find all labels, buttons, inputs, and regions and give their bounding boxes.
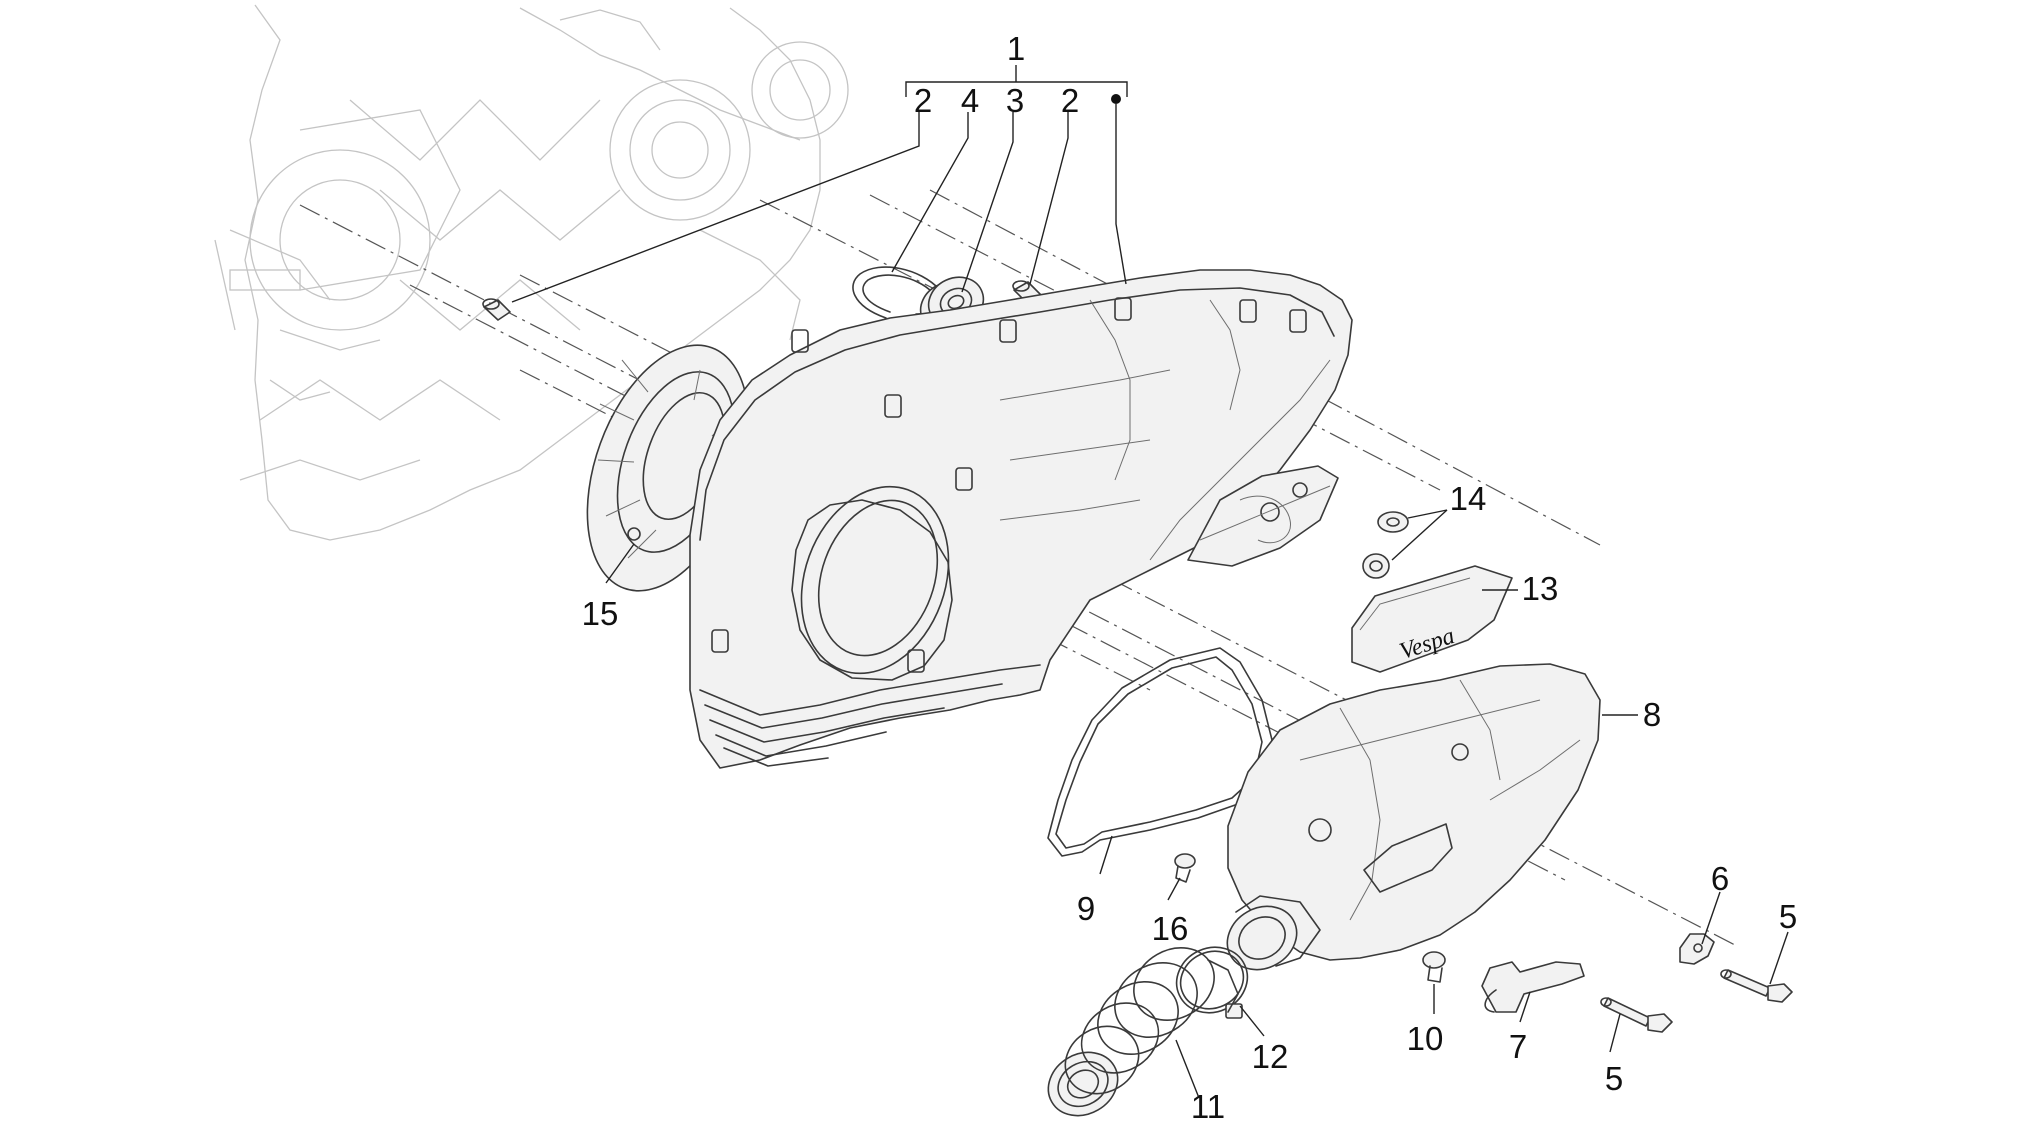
bolt-part-5-lower: [1600, 997, 1673, 1033]
leader-lines: [511, 65, 1789, 1099]
bolt-part-5-upper: [1720, 969, 1793, 1003]
bracket-part-7: [1481, 961, 1585, 1013]
callout-8: 8: [1643, 696, 1661, 733]
intake-hose-part-11: [1047, 947, 1239, 1117]
callout-16: 16: [1152, 910, 1189, 947]
grommets-part-14: [1362, 511, 1409, 579]
outer-cover-part-8: [1226, 663, 1601, 971]
engine-crankcase-background: [214, 4, 849, 541]
transmission-cover-part-1: [689, 269, 1353, 769]
callout-2-left: 2: [914, 82, 932, 119]
callout-15: 15: [582, 595, 619, 632]
callout-5-upper: 5: [1779, 898, 1797, 935]
washer-part-6: [1679, 933, 1715, 965]
callout-13: 13: [1522, 570, 1559, 607]
callout-7: 7: [1509, 1028, 1527, 1065]
callout-labels: 1 2 4 3 2 14 13 15 8 9 16 6 5 10 7 5 12 …: [582, 30, 1798, 1124]
callout-10: 10: [1407, 1020, 1444, 1057]
callout-11: 11: [1191, 1088, 1225, 1124]
callout-14: 14: [1450, 480, 1487, 517]
dowel-pin-part-2-left: [482, 298, 511, 321]
callout-5-lower: 5: [1605, 1060, 1623, 1097]
callout-6: 6: [1711, 860, 1729, 897]
callout-9: 9: [1077, 890, 1095, 927]
callout-2-right: 2: [1061, 82, 1079, 119]
gasket-part-9: [1047, 647, 1273, 857]
callout-12: 12: [1252, 1038, 1289, 1075]
callout-4: 4: [961, 82, 979, 119]
badge-plate-part-13: Vespa: [1351, 565, 1513, 673]
screw-part-10: [1422, 951, 1446, 983]
callout-1: 1: [1007, 30, 1025, 67]
callout-3: 3: [1006, 82, 1024, 119]
screw-part-16: [1174, 853, 1196, 883]
